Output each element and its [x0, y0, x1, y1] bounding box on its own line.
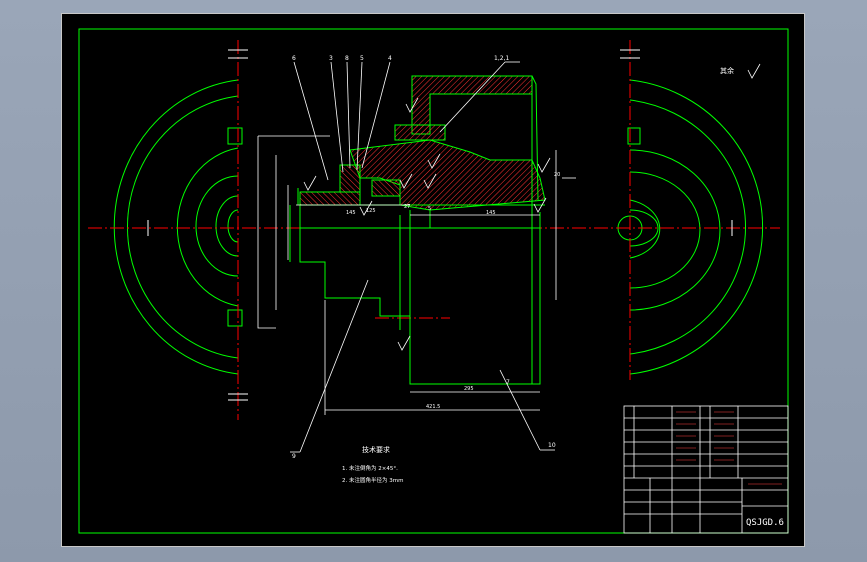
dimension-lines	[257, 135, 576, 415]
tech-title: 技术要求	[362, 445, 390, 454]
center-lines	[88, 40, 780, 420]
callout-3: 3	[329, 55, 333, 62]
dim-20: 20	[554, 172, 560, 178]
callout-8: 8	[345, 55, 349, 62]
callout-7: 7	[506, 379, 510, 386]
section-hatched	[299, 75, 546, 211]
cad-viewport[interactable]	[61, 13, 805, 547]
roughness-marks	[303, 63, 761, 351]
callout-1-2-1: 1,2,1	[494, 55, 509, 62]
callout-10: 10	[548, 442, 556, 449]
dim-295: 295	[464, 386, 474, 392]
dimension-labels: 145 145 295 421.5 5 27 125 20	[346, 172, 560, 410]
drawing-border	[78, 28, 789, 534]
center-line-ticks	[147, 49, 733, 401]
section-outline	[289, 75, 545, 385]
title-block	[623, 405, 789, 534]
dim-421-5: 421.5	[426, 404, 440, 410]
callout-labels: 6 3 8 5 4 1,2,1 7 9 10	[292, 55, 556, 460]
callout-4: 4	[388, 55, 392, 62]
drawing-code: QSJGD.6	[746, 518, 784, 528]
right-side-view	[617, 79, 764, 375]
surface-note: 其余	[720, 66, 734, 75]
tech-line-1: 1. 未注倒角为 2×45°.	[342, 464, 398, 472]
dim-5: 5	[428, 206, 431, 212]
dim-27: 27	[404, 204, 410, 210]
dim-145-left: 145	[346, 210, 356, 216]
callout-5: 5	[360, 55, 364, 62]
dim-125: 125	[366, 208, 376, 214]
callout-leaders	[290, 61, 555, 453]
title-block-fill	[676, 411, 782, 485]
technical-requirements: 技术要求 1. 未注倒角为 2×45°. 2. 未注圆角半径为 3mm	[342, 445, 403, 484]
dim-145-right: 145	[486, 210, 496, 216]
tech-line-2: 2. 未注圆角半径为 3mm	[342, 476, 403, 484]
left-side-view	[113, 79, 243, 375]
callout-6: 6	[292, 55, 296, 62]
callout-9: 9	[292, 453, 296, 460]
